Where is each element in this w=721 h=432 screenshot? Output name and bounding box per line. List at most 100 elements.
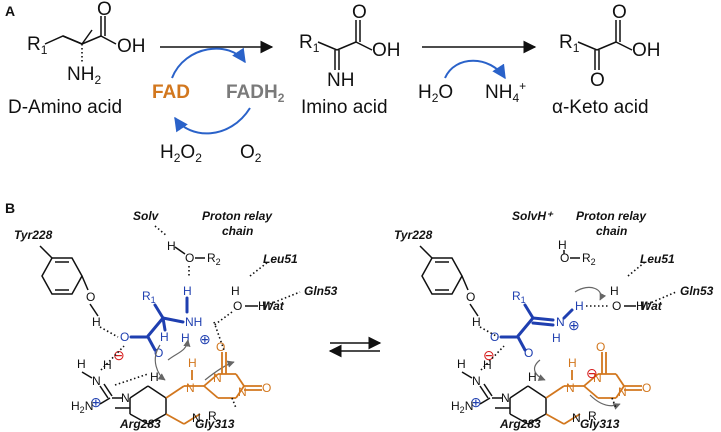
- svg-text:R1: R1: [299, 32, 320, 55]
- svg-text:O: O: [590, 70, 605, 91]
- proton-relay-right-2: chain: [596, 224, 627, 238]
- svg-text:R1: R1: [512, 289, 526, 305]
- svg-text:N: N: [593, 371, 602, 385]
- carboxylate-charge-left: ⊖: [113, 347, 125, 363]
- arg283-left: Arg283: [119, 417, 161, 431]
- carboxylate-charge-right: ⊖: [483, 347, 495, 363]
- fad-redox-cycle: FAD FADH2 H2O2 O2: [152, 47, 285, 165]
- keto-acid-name: α-Keto acid: [552, 97, 649, 118]
- tyr228-left: Tyr228: [14, 228, 53, 242]
- svg-text:H: H: [558, 238, 567, 252]
- leu51-right: Leu51: [640, 252, 675, 266]
- gln53-right: Gln53: [680, 284, 714, 298]
- svg-text:H: H: [552, 331, 561, 345]
- svg-text:N: N: [92, 374, 101, 388]
- svg-text:H: H: [103, 358, 112, 372]
- svg-text:H: H: [188, 356, 197, 370]
- svg-text:OH: OH: [632, 40, 661, 61]
- svg-text:H: H: [77, 357, 86, 371]
- solv-right: SolvH⁺: [512, 209, 554, 223]
- svg-text:R: R: [588, 409, 597, 423]
- svg-text:R: R: [208, 409, 217, 423]
- svg-text:O: O: [185, 251, 194, 265]
- svg-text:R1: R1: [27, 34, 48, 57]
- solv-left: Solv: [133, 209, 160, 223]
- svg-text:N: N: [556, 315, 565, 329]
- wat-right: Wat: [640, 299, 663, 313]
- svg-text:R2: R2: [582, 251, 596, 267]
- svg-text:O: O: [490, 330, 499, 344]
- svg-text:R1: R1: [559, 32, 580, 55]
- svg-text:O: O: [262, 381, 271, 395]
- svg-text:O: O: [612, 2, 627, 23]
- leu51-left: Leu51: [263, 252, 298, 266]
- svg-text:H: H: [160, 330, 169, 344]
- svg-text:H: H: [472, 315, 481, 329]
- svg-text:H: H: [183, 284, 192, 298]
- tyr228-right: Tyr228: [394, 228, 433, 242]
- svg-text:N: N: [501, 391, 510, 405]
- svg-text:O: O: [524, 346, 533, 360]
- gln53-left: Gln53: [304, 284, 338, 298]
- svg-text:H2N: H2N: [451, 399, 473, 415]
- gly313-left: Gly313: [195, 417, 235, 431]
- svg-text:N: N: [618, 385, 627, 399]
- svg-text:N: N: [186, 381, 195, 395]
- proton-relay-left-1: Proton relay: [202, 209, 273, 223]
- svg-text:NH: NH: [185, 315, 202, 329]
- equilibrium-arrows: [328, 336, 382, 358]
- imino-acid-structure: R1 O OH NH: [299, 2, 401, 91]
- svg-text:N: N: [192, 411, 201, 425]
- d-amino-acid-name: D-Amino acid: [8, 97, 122, 118]
- svg-text:N: N: [472, 374, 481, 388]
- h2o2-label: H2O2: [160, 142, 202, 165]
- proton-relay-right-1: Proton relay: [576, 209, 647, 223]
- d-amino-acid-structure: R1 O OH NH2: [27, 0, 146, 87]
- svg-text:N: N: [566, 381, 575, 395]
- svg-text:N: N: [121, 391, 130, 405]
- wat-left: Wat: [262, 299, 285, 313]
- keto-acid-structure: R1 O OH O: [559, 2, 661, 91]
- active-site-left: Tyr228 O H Solv Proton relay chain H O R…: [14, 209, 338, 431]
- svg-text:O: O: [216, 340, 225, 354]
- svg-text:H: H: [636, 299, 645, 313]
- svg-text:O: O: [233, 299, 242, 313]
- nh4-label: NH4+: [485, 79, 526, 105]
- svg-text:H: H: [575, 299, 584, 313]
- svg-text:O: O: [560, 251, 569, 265]
- svg-text:H: H: [150, 370, 159, 384]
- h2o-label: H2O: [418, 82, 453, 105]
- proton-relay-left-2: chain: [222, 224, 253, 238]
- svg-text:H: H: [483, 358, 492, 372]
- svg-text:H: H: [231, 284, 240, 298]
- svg-text:O: O: [642, 381, 651, 395]
- gly313-right: Gly313: [580, 417, 620, 431]
- ammonium-charge-left: ⊕: [199, 331, 211, 347]
- svg-text:H: H: [457, 357, 466, 371]
- svg-text:OH: OH: [117, 36, 146, 57]
- svg-text:O: O: [97, 0, 112, 20]
- arg283-right: Arg283: [499, 417, 541, 431]
- flavin-charge-right: ⊖: [586, 365, 598, 381]
- svg-text:O: O: [86, 290, 95, 304]
- svg-text:H: H: [167, 239, 176, 253]
- svg-text:O: O: [612, 299, 621, 313]
- svg-text:O: O: [154, 346, 163, 360]
- svg-text:R2: R2: [207, 251, 221, 267]
- svg-text:H: H: [568, 356, 577, 370]
- imino-acid-name: Imino acid: [301, 97, 388, 118]
- svg-text:H: H: [610, 284, 619, 298]
- svg-text:H: H: [92, 315, 101, 329]
- panel-a-label: A: [5, 3, 15, 19]
- svg-text:H: H: [528, 370, 537, 384]
- svg-text:H: H: [181, 331, 190, 345]
- hydrolysis-arc: H2O NH4+: [418, 59, 526, 105]
- svg-text:O: O: [466, 290, 475, 304]
- svg-text:R1: R1: [142, 289, 156, 305]
- arg-charge-left: ⊕: [90, 394, 102, 410]
- active-site-right: Tyr228 O H SolvH⁺ Proton relay chain O H…: [394, 209, 714, 431]
- panel-b-label: B: [5, 200, 15, 216]
- svg-text:O: O: [596, 340, 605, 354]
